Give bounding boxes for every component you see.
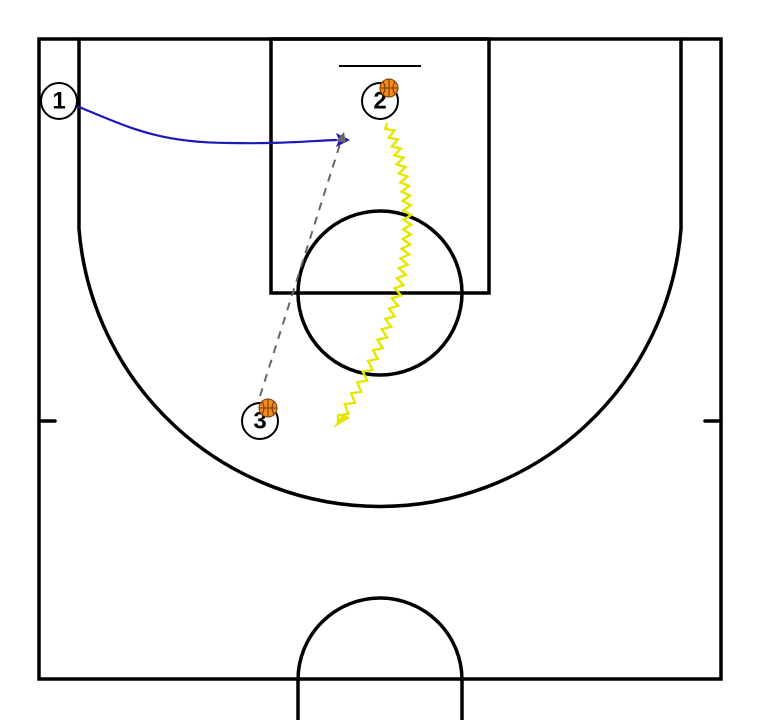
player-2[interactable]: 2 xyxy=(361,78,399,120)
arrowhead-icon xyxy=(333,414,350,428)
player-1[interactable]: 1 xyxy=(40,82,78,120)
cut-path-player-1 xyxy=(77,105,338,145)
three-point-line xyxy=(77,37,683,509)
basketball-icon xyxy=(379,78,399,98)
players: 1 2 3 xyxy=(40,78,399,440)
dribble-path-player-2 xyxy=(336,122,414,424)
center-circle xyxy=(296,596,464,720)
player-marker xyxy=(40,82,78,120)
free-throw-circle xyxy=(296,209,464,377)
court-boundary xyxy=(37,37,723,681)
player-label: 1 xyxy=(52,88,65,115)
half-court xyxy=(37,37,723,720)
arrowhead-icon xyxy=(336,132,346,143)
basketball-icon xyxy=(258,398,278,418)
free-throw-lane xyxy=(269,37,491,295)
player-3[interactable]: 3 xyxy=(241,398,279,440)
play-actions xyxy=(77,105,414,428)
